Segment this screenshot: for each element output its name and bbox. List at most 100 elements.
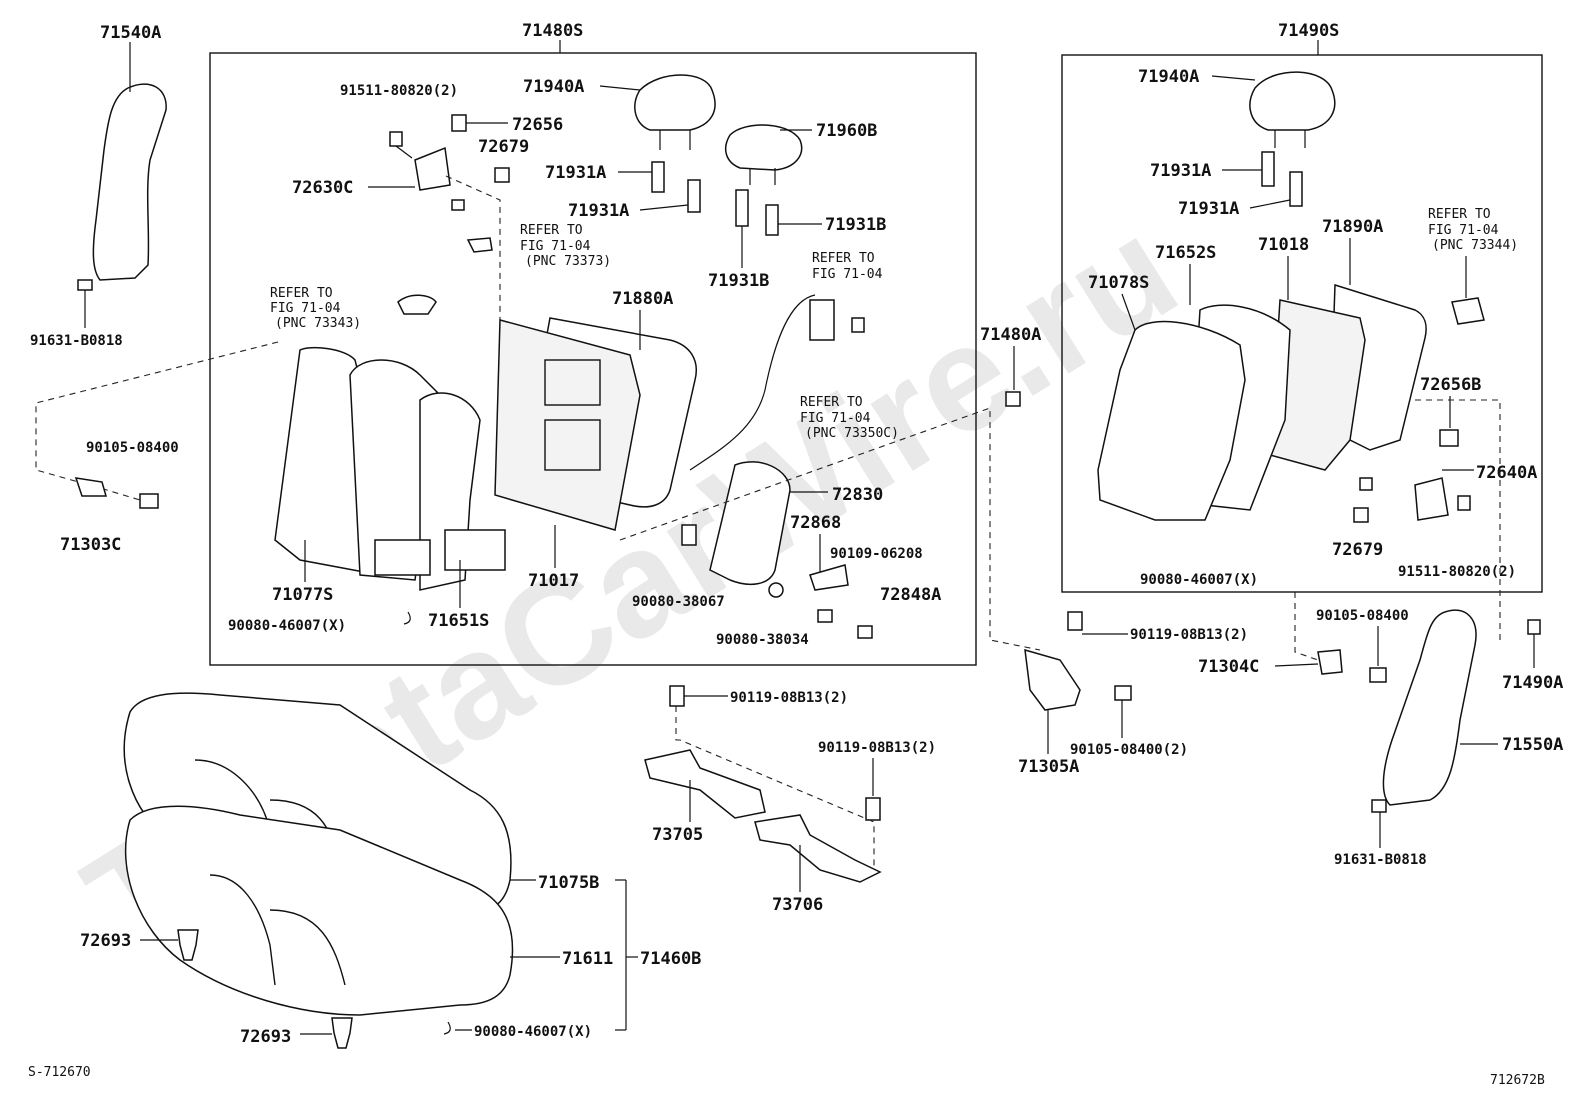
right-assembly-box <box>1061 54 1543 593</box>
bracket-72868-icon <box>809 564 849 591</box>
label-90080-46007-left: 90080-46007(X) <box>228 618 346 634</box>
bolt-91511-icon <box>389 131 413 159</box>
label-90105-08400-2: 90105-08400(2) <box>1070 742 1188 758</box>
armrest-block-1 <box>374 539 431 576</box>
label-91631-B0818-right: 91631-B0818 <box>1334 852 1427 868</box>
bracket-72630C-icon <box>414 146 465 211</box>
label-71017: 71017 <box>528 571 579 591</box>
label-90119-08B13-top: 90119-08B13(2) <box>730 690 848 706</box>
label-90119-08B13-mid: 90119-08B13(2) <box>818 740 936 756</box>
guide-71931A-right-icon <box>1261 151 1303 207</box>
note-73343-line1: REFER TO <box>270 286 333 301</box>
clip-73373-icon <box>466 237 493 253</box>
label-72656B: 72656B <box>1420 375 1481 395</box>
side-cover-71540A <box>92 83 167 281</box>
label-71931A-right-2: 71931A <box>1178 199 1239 219</box>
clip-72679-icon <box>494 167 510 183</box>
note-73350c-line1: REFER TO <box>800 395 863 410</box>
note-73344-line2: FIG 71-04 <box>1428 223 1499 238</box>
label-71480S: 71480S <box>522 21 583 41</box>
label-91631-B0818-left: 91631-B0818 <box>30 333 123 349</box>
clip-72656B-icon <box>1439 429 1459 447</box>
clip-72693-icon-1 <box>177 929 199 961</box>
label-71460B: 71460B <box>640 949 701 969</box>
clip-72693-icon-2 <box>331 1017 353 1049</box>
note-73344-line1: REFER TO <box>1428 207 1491 222</box>
label-72848A: 72848A <box>880 585 941 605</box>
label-71652S: 71652S <box>1155 243 1216 263</box>
label-72656: 72656 <box>512 115 563 135</box>
diagram-code-left: S-712670 <box>28 1065 91 1080</box>
hook-90080-46007-left <box>403 611 411 625</box>
washer-90080-38034-icon <box>768 582 784 598</box>
note-73344-line3: (PNC 73344) <box>1432 238 1518 253</box>
leader-71940A-left <box>599 85 641 91</box>
cap-72848A-icon <box>857 625 873 639</box>
leader-71304C <box>1274 663 1319 667</box>
diagram-code-right: 712672B <box>1490 1073 1545 1088</box>
bracket-71304C <box>1317 649 1343 675</box>
label-72640A: 72640A <box>1476 463 1537 483</box>
label-71940A-right: 71940A <box>1138 67 1199 87</box>
label-71077S: 71077S <box>272 585 333 605</box>
note-73373-line1: REFER TO <box>520 223 583 238</box>
note-top-line2: FIG 71-04 <box>812 267 883 282</box>
note-73350c-line3: (PNC 73350C) <box>805 426 899 441</box>
bolt-90119-right-icon <box>1067 611 1083 631</box>
bolt-91511-right-icon <box>1457 495 1471 511</box>
bolt-90080-38067-icon <box>681 524 697 546</box>
clip-72679-right-icon-2 <box>1353 507 1369 523</box>
bolt-90119-top-icon <box>669 685 685 707</box>
dashed-right-link <box>1415 399 1501 640</box>
label-71880A: 71880A <box>612 289 673 309</box>
label-72868: 72868 <box>790 513 841 533</box>
seatback-frame-71017 <box>494 319 641 531</box>
label-71931B-2: 71931B <box>708 271 769 291</box>
seat-cushion-71611-seam2 <box>269 909 346 986</box>
label-71078S: 71078S <box>1088 273 1149 293</box>
bolt-90119-mid-icon <box>865 797 881 821</box>
label-71931B-1: 71931B <box>825 215 886 235</box>
label-90105-08400-right: 90105-08400 <box>1316 608 1409 624</box>
frame-panel-1 <box>544 359 601 406</box>
label-71940A-left: 71940A <box>523 77 584 97</box>
label-71931A-left-1: 71931A <box>545 163 606 183</box>
bracket-71303C-icon <box>74 477 159 509</box>
side-cover-71550A <box>1382 609 1477 806</box>
dashed-71480A <box>619 407 1041 651</box>
bolt-90105-right2-icon <box>1114 685 1132 701</box>
headrest-71960B <box>724 124 803 171</box>
armrest-72830 <box>709 461 791 586</box>
label-71075B: 71075B <box>538 873 599 893</box>
label-71960B: 71960B <box>816 121 877 141</box>
bolt-71480A-icon <box>1005 391 1021 407</box>
note-73373-line3: (PNC 73373) <box>525 254 611 269</box>
label-71305A: 71305A <box>1018 757 1079 777</box>
bracket-72640A-icon <box>1414 477 1449 521</box>
label-91511-80820-right: 91511-80820(2) <box>1398 564 1516 580</box>
label-90109-06208: 90109-06208 <box>830 546 923 562</box>
clip-72679-right-icon <box>1359 477 1373 491</box>
headrest-71940A-left <box>634 74 716 131</box>
headrest-71940A-right <box>1249 71 1336 131</box>
seat-cushion-71611-seam1 <box>209 874 276 986</box>
label-72830: 72830 <box>832 485 883 505</box>
dashed-71304C <box>1294 592 1319 661</box>
bolt-90109-icon <box>817 609 833 623</box>
label-90105-08400-left: 90105-08400 <box>86 440 179 456</box>
label-72679-right: 72679 <box>1332 540 1383 560</box>
label-71540A: 71540A <box>100 23 161 43</box>
label-71018: 71018 <box>1258 235 1309 255</box>
label-71931A-right-1: 71931A <box>1150 161 1211 181</box>
label-90080-46007-bottom: 90080-46007(X) <box>474 1024 592 1040</box>
label-71931A-left-2: 71931A <box>568 201 629 221</box>
dashed-73705 <box>675 706 875 870</box>
bolt-71490A-icon <box>1527 619 1541 635</box>
armrest-block-2 <box>444 529 506 571</box>
leader-71931A-right-2 <box>1249 199 1291 209</box>
label-71490S: 71490S <box>1278 21 1339 41</box>
leader-71931A-2 <box>639 204 689 211</box>
label-90119-08B13-right: 90119-08B13(2) <box>1130 627 1248 643</box>
frame-panel-2 <box>544 419 601 471</box>
note-top-line1: REFER TO <box>812 251 875 266</box>
